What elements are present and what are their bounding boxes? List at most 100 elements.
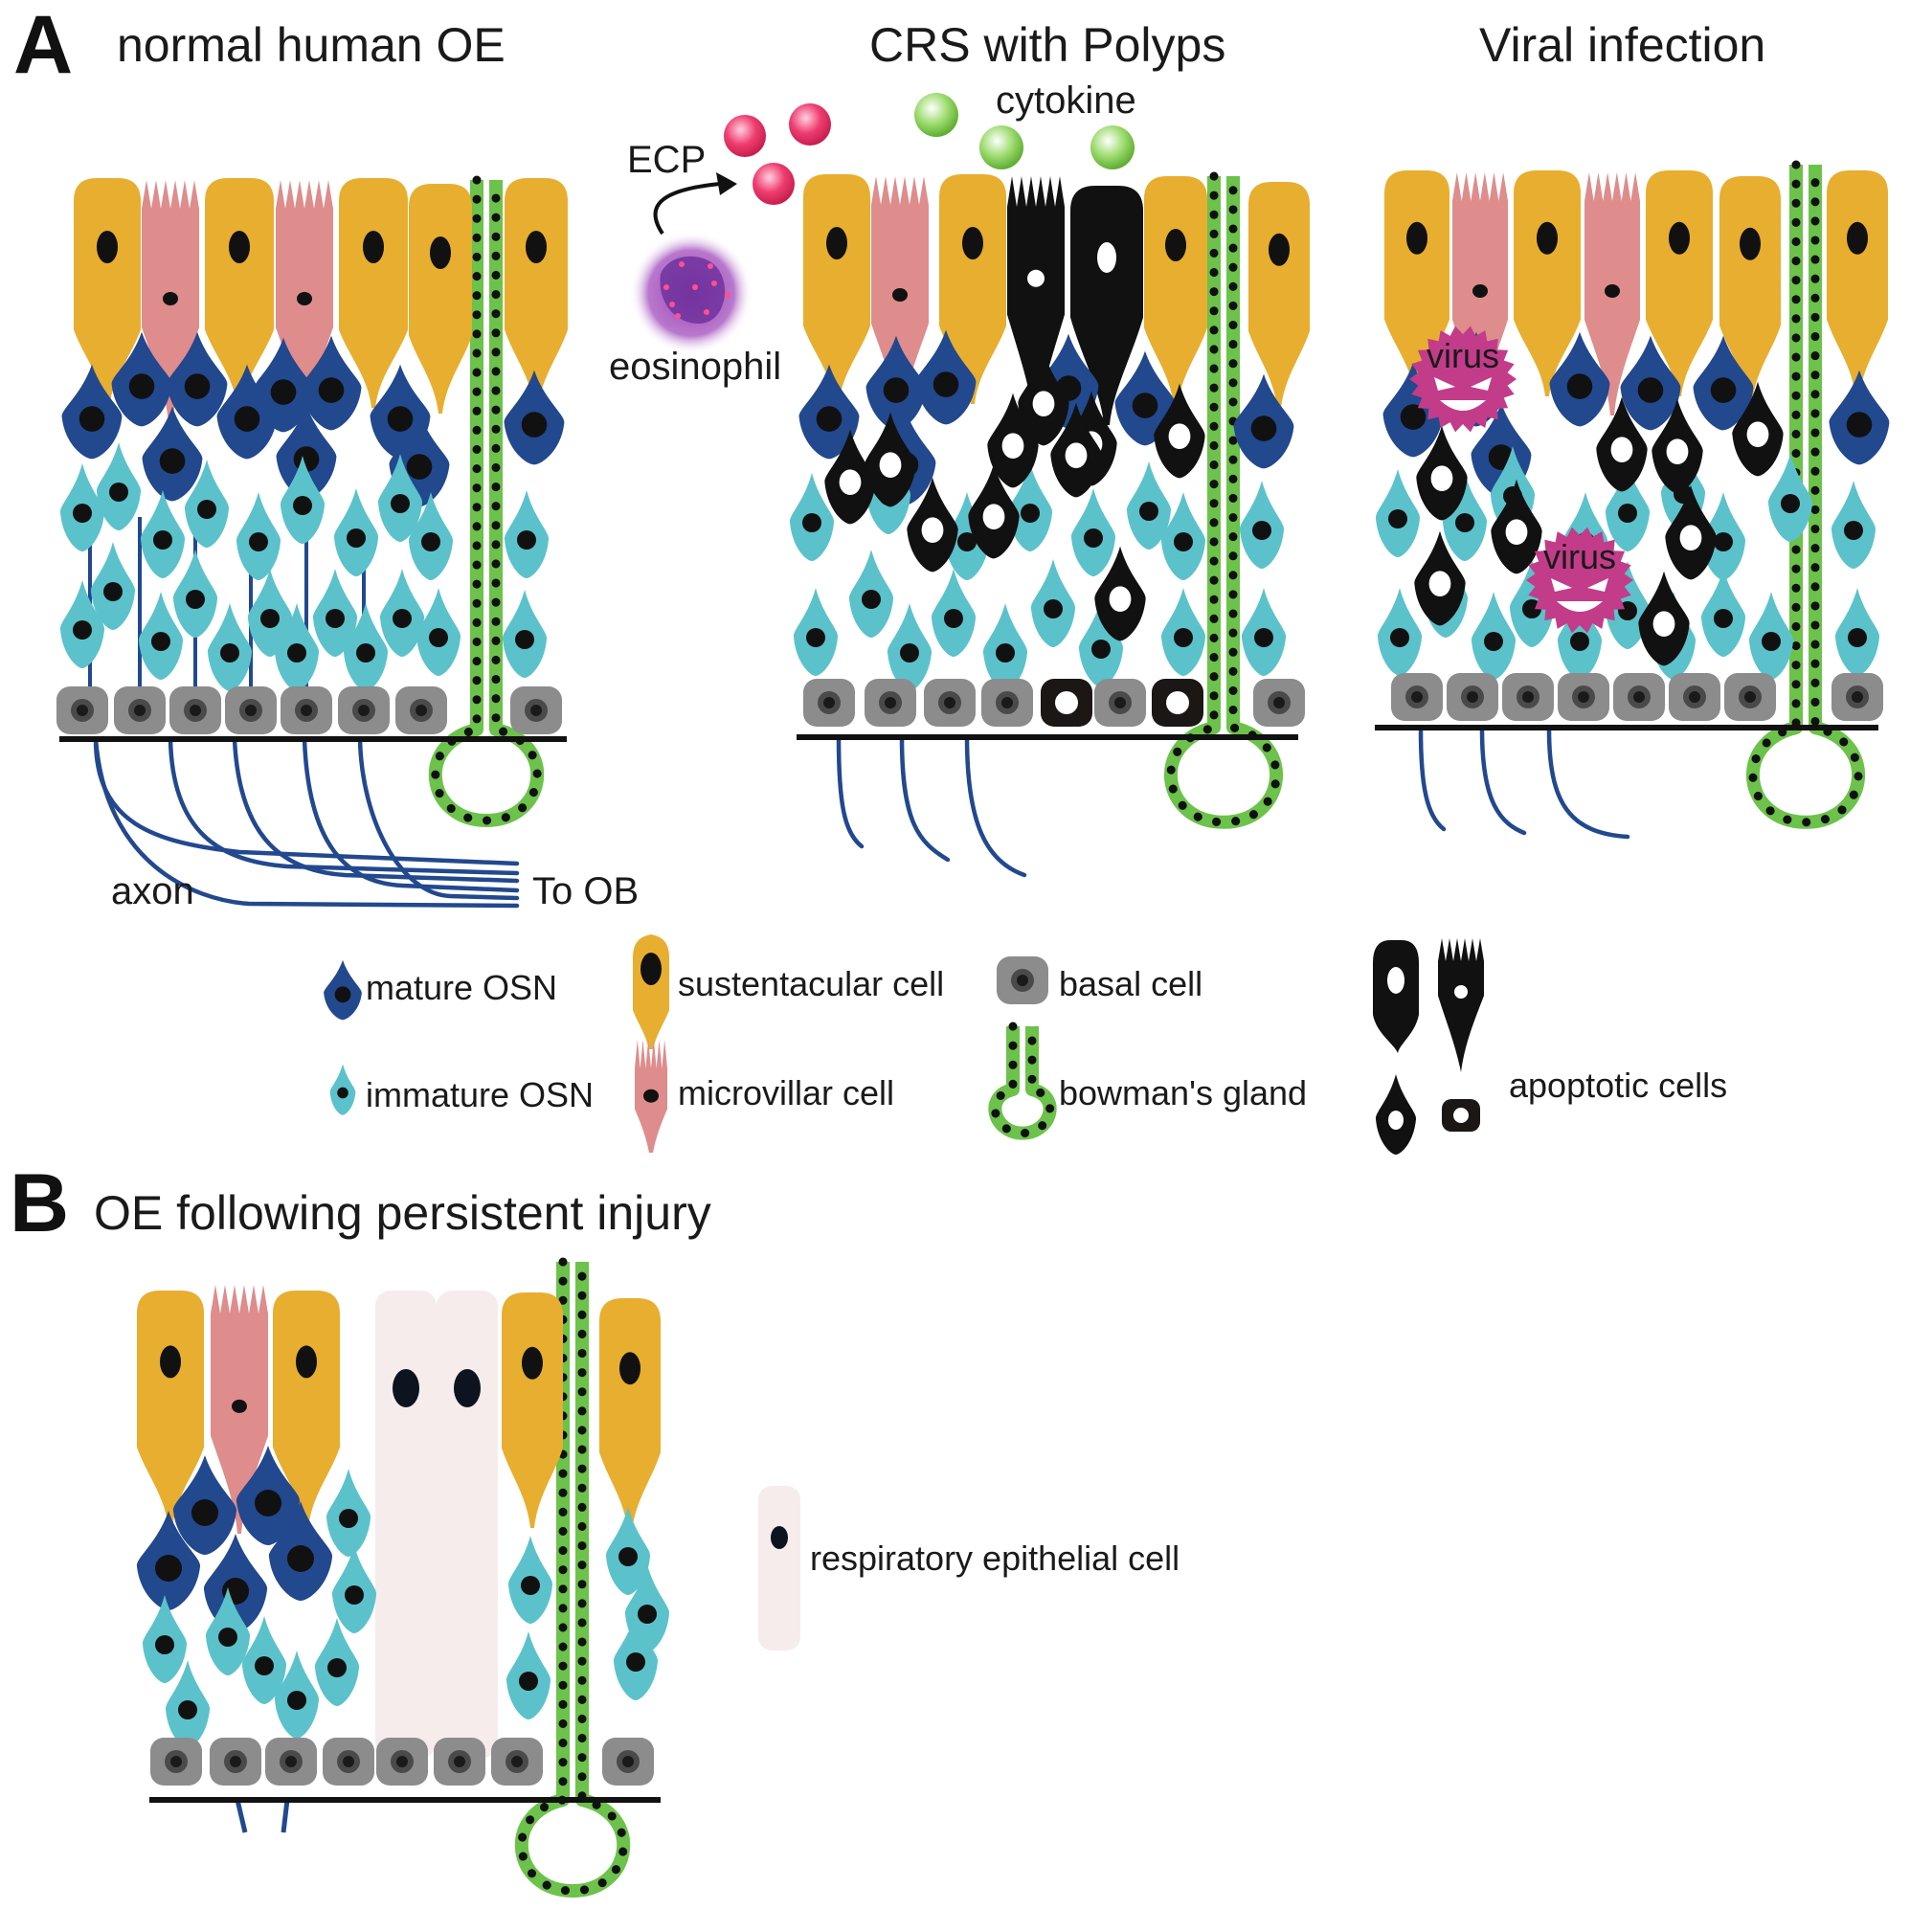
nucleus bbox=[287, 1545, 314, 1572]
nucleus bbox=[521, 412, 548, 438]
nucleus bbox=[301, 705, 312, 716]
crs-axons bbox=[836, 734, 1027, 878]
viral-axons bbox=[1418, 727, 1630, 840]
immature-osn bbox=[887, 603, 933, 691]
nucleus bbox=[391, 494, 410, 513]
immature-osn bbox=[408, 492, 454, 580]
basal-cell bbox=[981, 679, 1033, 727]
nucleus bbox=[1714, 609, 1733, 628]
white-nucleus bbox=[879, 452, 902, 479]
immature-osn bbox=[1160, 588, 1206, 676]
nucleus bbox=[1570, 632, 1589, 651]
nucleus bbox=[626, 1652, 645, 1672]
axon-line bbox=[836, 734, 865, 849]
sustentacular-body bbox=[599, 1298, 661, 1532]
legend-basal-label: basal cell bbox=[1059, 964, 1202, 1003]
nucleus bbox=[454, 1369, 481, 1407]
white-nucleus bbox=[839, 469, 862, 495]
sustentacular-body bbox=[1248, 182, 1310, 408]
sustentacular-body bbox=[1514, 170, 1581, 396]
legend-apoptotic-sustentacular bbox=[1373, 940, 1419, 1053]
mature-osn bbox=[1620, 335, 1681, 431]
normal-axons bbox=[93, 736, 520, 909]
nucleus bbox=[883, 377, 910, 403]
nucleus bbox=[163, 292, 178, 305]
immature-osn bbox=[1007, 463, 1053, 551]
white-nucleus bbox=[1168, 423, 1191, 450]
basal-cell bbox=[1253, 679, 1305, 727]
apoptotic-cell bbox=[968, 463, 1020, 559]
apoptotic-cell bbox=[1416, 425, 1468, 521]
nucleus bbox=[1740, 227, 1761, 260]
nucleus bbox=[622, 1756, 634, 1767]
nucleus bbox=[806, 628, 825, 647]
panel-b-title: OE following persistent injury bbox=[94, 1186, 711, 1240]
apoptotic-microvillar-cell bbox=[1007, 176, 1065, 423]
cytokine-particle bbox=[1090, 125, 1135, 169]
basal-cell bbox=[265, 1738, 317, 1786]
nucleus bbox=[944, 609, 963, 628]
virus-lower: virus bbox=[1526, 527, 1633, 634]
white-nucleus bbox=[921, 517, 944, 543]
nucleus bbox=[1269, 233, 1290, 266]
nucleus bbox=[933, 371, 959, 397]
sustentacular-body bbox=[205, 178, 274, 408]
basal-cell bbox=[1831, 673, 1883, 721]
sustentacular-cell bbox=[205, 178, 274, 408]
nucleus bbox=[155, 1635, 174, 1654]
basal-cell bbox=[281, 686, 332, 734]
basal-cell bbox=[169, 686, 221, 734]
nucleus bbox=[430, 236, 451, 269]
nucleus bbox=[1250, 416, 1277, 441]
basal-cell bbox=[491, 1738, 543, 1786]
sustentacular-body bbox=[1144, 176, 1207, 406]
bowmans-gland-normal bbox=[428, 175, 545, 827]
nucleus bbox=[957, 532, 977, 551]
cytokine-particle bbox=[979, 125, 1023, 169]
virus-upper: virus bbox=[1409, 326, 1517, 433]
nucleus bbox=[358, 705, 370, 716]
virus-label: virus bbox=[1427, 336, 1499, 375]
legend-mature-osn-icon bbox=[324, 959, 362, 1021]
basal-cell bbox=[1152, 679, 1203, 727]
nucleus bbox=[1091, 640, 1111, 659]
basal-cell bbox=[1724, 673, 1776, 721]
mature-osn bbox=[61, 364, 123, 460]
nucleus bbox=[1021, 504, 1040, 523]
nucleus bbox=[318, 377, 345, 403]
nucleus bbox=[1762, 632, 1781, 651]
legend-immature-osn-icon bbox=[329, 1064, 356, 1115]
sustentacular-cell bbox=[1144, 176, 1207, 406]
nucleus bbox=[160, 1345, 181, 1379]
basal-cell bbox=[1558, 673, 1609, 721]
white-nucleus bbox=[1027, 269, 1045, 287]
nucleus bbox=[73, 504, 92, 523]
nucleus bbox=[619, 1352, 640, 1385]
nucleus bbox=[1848, 628, 1867, 647]
nucleus bbox=[522, 1346, 543, 1380]
overlay-layer: virus virus bbox=[59, 93, 1878, 1803]
immature-osn bbox=[331, 1545, 377, 1633]
sustentacular-body bbox=[803, 174, 870, 404]
immature-osn bbox=[236, 492, 281, 580]
respiratory-cell bbox=[437, 1291, 498, 1758]
immature-osn bbox=[1700, 569, 1746, 657]
apoptotic-cell bbox=[1596, 396, 1648, 492]
nucleus bbox=[944, 697, 955, 708]
basal-cell bbox=[56, 686, 108, 734]
immature-osn bbox=[1160, 492, 1206, 580]
sustentacular-cell bbox=[409, 184, 472, 414]
mature-osn bbox=[1114, 350, 1176, 446]
nucleus bbox=[249, 532, 268, 551]
nucleus bbox=[186, 590, 205, 609]
immature-osn bbox=[205, 1587, 251, 1675]
gland-dots bbox=[517, 1257, 628, 1896]
nucleus bbox=[356, 643, 375, 663]
ecp-granule bbox=[724, 115, 766, 157]
nucleus bbox=[255, 1490, 281, 1516]
apoptotic-cell bbox=[1094, 546, 1146, 641]
immature-osn bbox=[59, 463, 105, 551]
sustentacular-cell bbox=[339, 178, 408, 408]
nucleus bbox=[1400, 404, 1427, 430]
immature-osn bbox=[59, 580, 105, 668]
